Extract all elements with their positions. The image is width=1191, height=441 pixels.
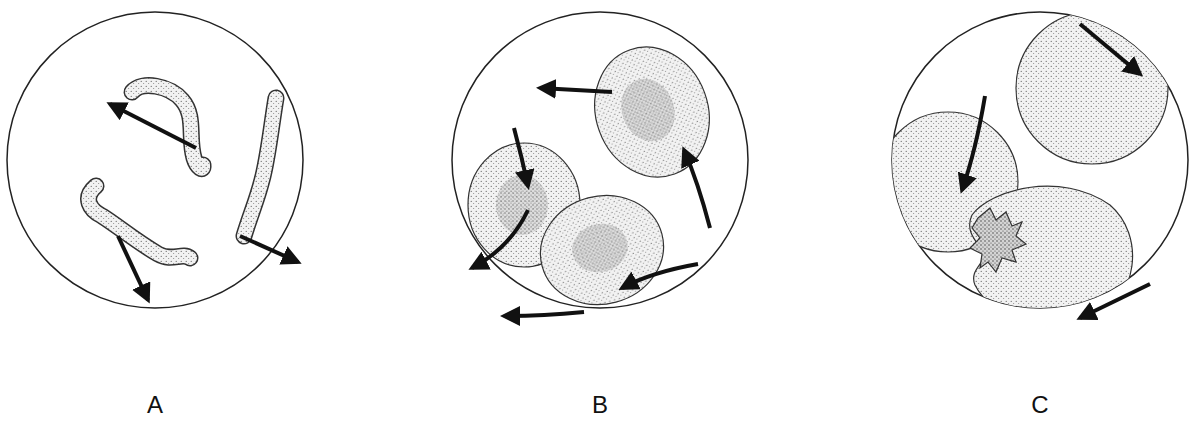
- panel-letter: C: [1031, 392, 1048, 418]
- field-circle: [7, 12, 303, 308]
- panel-letter: A: [147, 392, 163, 418]
- field-circle: [452, 12, 748, 308]
- panel-letter: B: [592, 392, 608, 418]
